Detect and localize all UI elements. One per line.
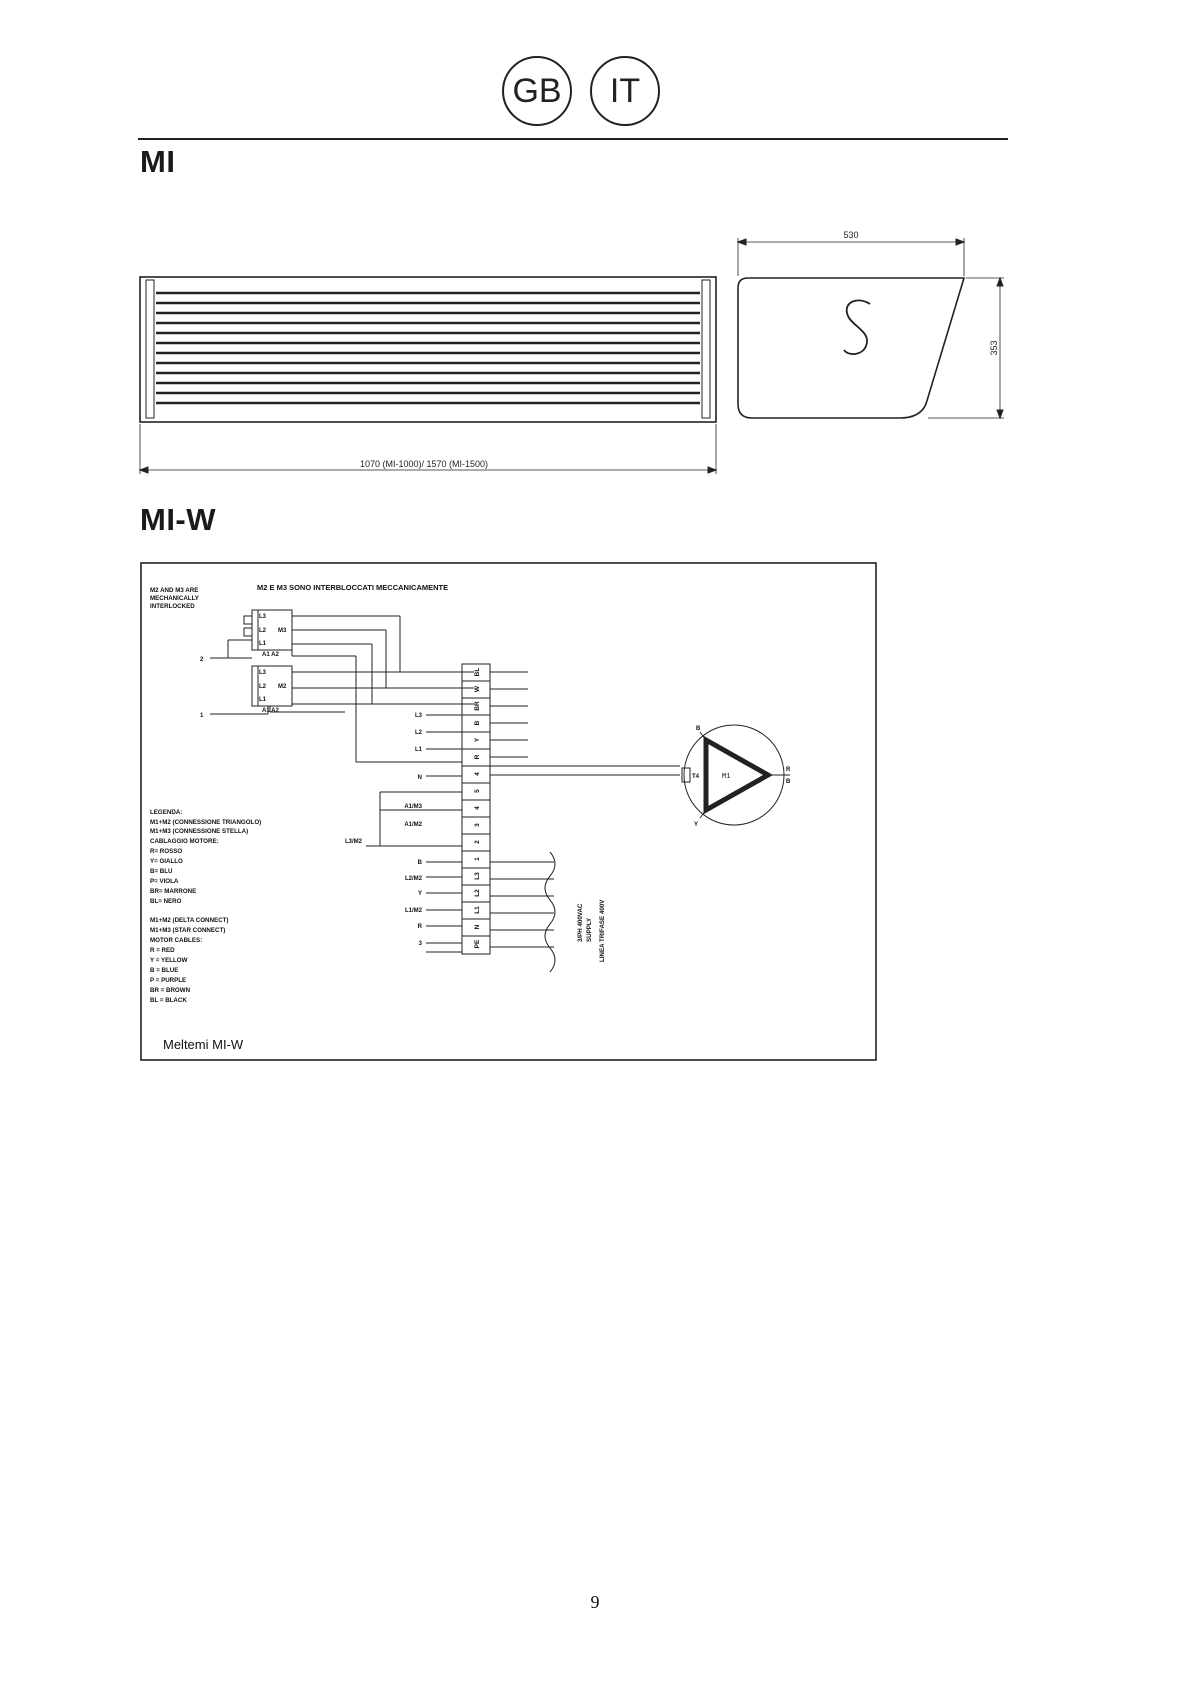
terminal-label: 4 xyxy=(474,806,481,810)
legend-en-line: M1+M2 (DELTA CONNECT) xyxy=(150,917,228,924)
legend-it-line: R= ROSSO xyxy=(150,848,182,855)
terminal-label: 3 xyxy=(474,823,481,827)
legend-it-line: CABLAGGIO MOTORE: xyxy=(150,838,219,845)
wire-label: L2 xyxy=(415,730,423,736)
wire-label: 3 xyxy=(419,941,423,947)
legend-it-line: BR= MARRONE xyxy=(150,888,196,895)
legend-en-line: P = PURPLE xyxy=(150,977,186,984)
terminal-label: PE xyxy=(474,939,481,948)
supply-label: 3/PH 400VAC xyxy=(577,903,584,942)
motor-thermal: T4 xyxy=(692,774,700,780)
lang-badge-it: IT xyxy=(590,56,660,126)
input-label-1: 1 xyxy=(200,713,204,719)
legend-en-line: BR = BROWN xyxy=(150,987,191,994)
note-it: M2 E M3 SONO INTERBLOCCATI MECCANICAMENT… xyxy=(257,583,448,592)
mi-front-view xyxy=(138,276,718,474)
lang-badge-gb: GB xyxy=(502,56,572,126)
wire-label: L1 xyxy=(415,747,423,753)
header-rule xyxy=(138,138,1008,140)
wire-label: B xyxy=(418,860,423,866)
supply-label: SUPPLY xyxy=(586,917,593,942)
input-label-2: 2 xyxy=(200,657,204,663)
wire-label: L1/M2 xyxy=(405,908,423,914)
diagram-caption: Meltemi MI-W xyxy=(163,1037,244,1052)
page-number: 9 xyxy=(590,1592,600,1612)
mi-side-view xyxy=(736,238,1004,420)
terminal-label: L3 xyxy=(474,872,481,880)
supply-label: LINEA TRIFASE 400V xyxy=(599,899,606,962)
terminal-label: B xyxy=(474,720,481,725)
terminal-label: 1 xyxy=(474,857,481,861)
terminal-label: L2 xyxy=(474,889,481,897)
mi-dimension-drawing: 1070 (MI-1000)/ 1570 (MI-1500) 530 353 xyxy=(138,230,1004,474)
legend-en-line: Y = YELLOW xyxy=(150,957,188,964)
motor-wire-label: B xyxy=(696,726,701,732)
wiring-diagram: M2 AND M3 ARE MECHANICALLY INTERLOCKED M… xyxy=(140,562,877,1061)
terminal-label: BL xyxy=(474,668,481,677)
contactor-top-name: M3 xyxy=(278,628,287,634)
section-title-miw: MI-W xyxy=(140,502,217,537)
note-en-line-3: INTERLOCKED xyxy=(150,603,195,610)
contactor-bottom-l3: L3 xyxy=(259,670,267,676)
contactor-top-coil: A1 A2 xyxy=(262,652,279,658)
terminal-label: L1 xyxy=(474,906,481,914)
note-en-line-2: MECHANICALLY xyxy=(150,595,200,602)
motor-wire-label: B xyxy=(786,779,791,785)
legend-it-line: M1+M2 (CONNESSIONE TRIANGOLO) xyxy=(150,819,261,826)
terminal-label: W xyxy=(474,685,481,692)
wire-label: L2/M2 xyxy=(405,876,423,882)
contactor-bottom-l2: L2 xyxy=(259,684,267,690)
contactor-top-l3: L3 xyxy=(259,614,267,620)
terminal-label: N xyxy=(474,924,481,929)
legend-en-line: R = RED xyxy=(150,947,175,954)
legend-en-line: MOTOR CABLES: xyxy=(150,937,202,944)
legend-it-line: M1+M3 (CONNESSIONE STELLA) xyxy=(150,828,248,835)
wire-label: A1/M3 xyxy=(404,804,422,810)
wire-label: R xyxy=(418,924,423,930)
motor-wire-label: Y xyxy=(694,822,698,828)
terminal-label: 5 xyxy=(474,789,481,793)
terminal-label: 2 xyxy=(474,840,481,844)
terminal-label: 4 xyxy=(474,772,481,776)
wire-label: N xyxy=(418,775,422,781)
legend-en-line: M1+M3 (STAR CONNECT) xyxy=(150,927,225,934)
legend-it-line: LEGENDA: xyxy=(150,809,182,816)
wire-label: A1/M2 xyxy=(404,822,422,828)
contactor-top-l2: L2 xyxy=(259,628,267,634)
terminal-label: Y xyxy=(474,737,481,742)
dim-length-label: 1070 (MI-1000)/ 1570 (MI-1500) xyxy=(360,459,488,469)
legend-it-line: B= BLU xyxy=(150,868,173,875)
wire-label: Y xyxy=(418,891,422,897)
legend-it-line: Y= GIALLO xyxy=(150,858,183,865)
contactor-bottom-name: M2 xyxy=(278,684,287,690)
legend-en-line: B = BLUE xyxy=(150,967,178,974)
motor-name: M1 xyxy=(722,773,730,781)
motor-wire-label: R xyxy=(786,767,791,773)
contactor-bottom-l1: L1 xyxy=(259,697,267,703)
wire-label: L3 xyxy=(415,713,423,719)
legend-en-line: BL = BLACK xyxy=(150,997,187,1004)
terminal-label: R xyxy=(474,754,481,759)
dim-height-label: 353 xyxy=(989,340,999,355)
contactor-top-l1: L1 xyxy=(259,641,267,647)
contactor-bottom-coil: A1 A2 xyxy=(262,708,279,714)
terminal-label: BR xyxy=(474,701,481,711)
note-en-line-1: M2 AND M3 ARE xyxy=(150,587,198,594)
wire-label: L3/M2 xyxy=(345,839,363,845)
section-title-mi: MI xyxy=(140,144,176,179)
dim-depth-label: 530 xyxy=(843,230,858,240)
legend-it-line: P= VIOLA xyxy=(150,878,179,885)
legend-it-line: BL= NERO xyxy=(150,898,182,905)
